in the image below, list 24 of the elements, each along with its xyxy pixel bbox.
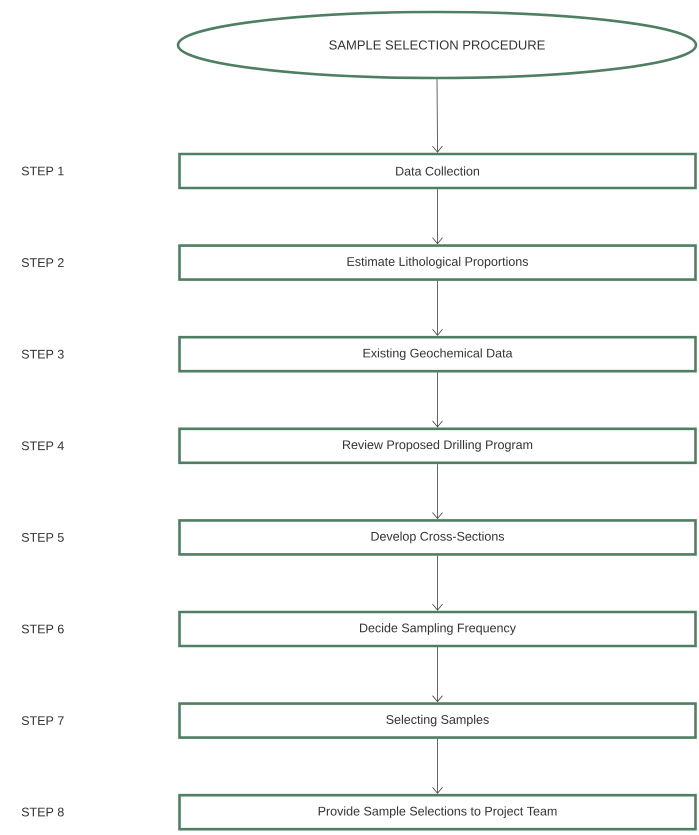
step-label: STEP 5 xyxy=(22,533,64,542)
arrow xyxy=(432,464,443,520)
step-label: STEP 8 xyxy=(22,808,64,816)
arrow xyxy=(432,372,443,428)
step-label: STEP 4 xyxy=(22,441,64,450)
arrow xyxy=(432,78,443,153)
step-label: STEP 7 xyxy=(22,716,64,726)
step-label: STEP 6 xyxy=(22,624,64,634)
process-box: Data Collection xyxy=(178,152,697,190)
process-box: Decide Sampling Frequency xyxy=(178,610,697,648)
process-box: Existing Geochemical Data xyxy=(178,336,697,372)
process-box: Review Proposed Drilling Program xyxy=(178,428,697,464)
arrow xyxy=(432,188,443,244)
arrow xyxy=(432,646,443,702)
arrow xyxy=(432,280,443,336)
arrow xyxy=(432,555,443,611)
arrow xyxy=(432,738,443,794)
step-label: STEP 2 xyxy=(22,258,64,268)
process-box: Provide Sample Selections to Project Team xyxy=(178,794,697,830)
process-box: Develop Cross-Sections xyxy=(178,519,697,556)
process-box: Selecting Samples xyxy=(178,702,697,739)
process-box: Estimate Lithological Proportions xyxy=(178,244,697,281)
step-label: STEP 3 xyxy=(22,350,64,359)
step-label: STEP 1 xyxy=(22,166,64,176)
